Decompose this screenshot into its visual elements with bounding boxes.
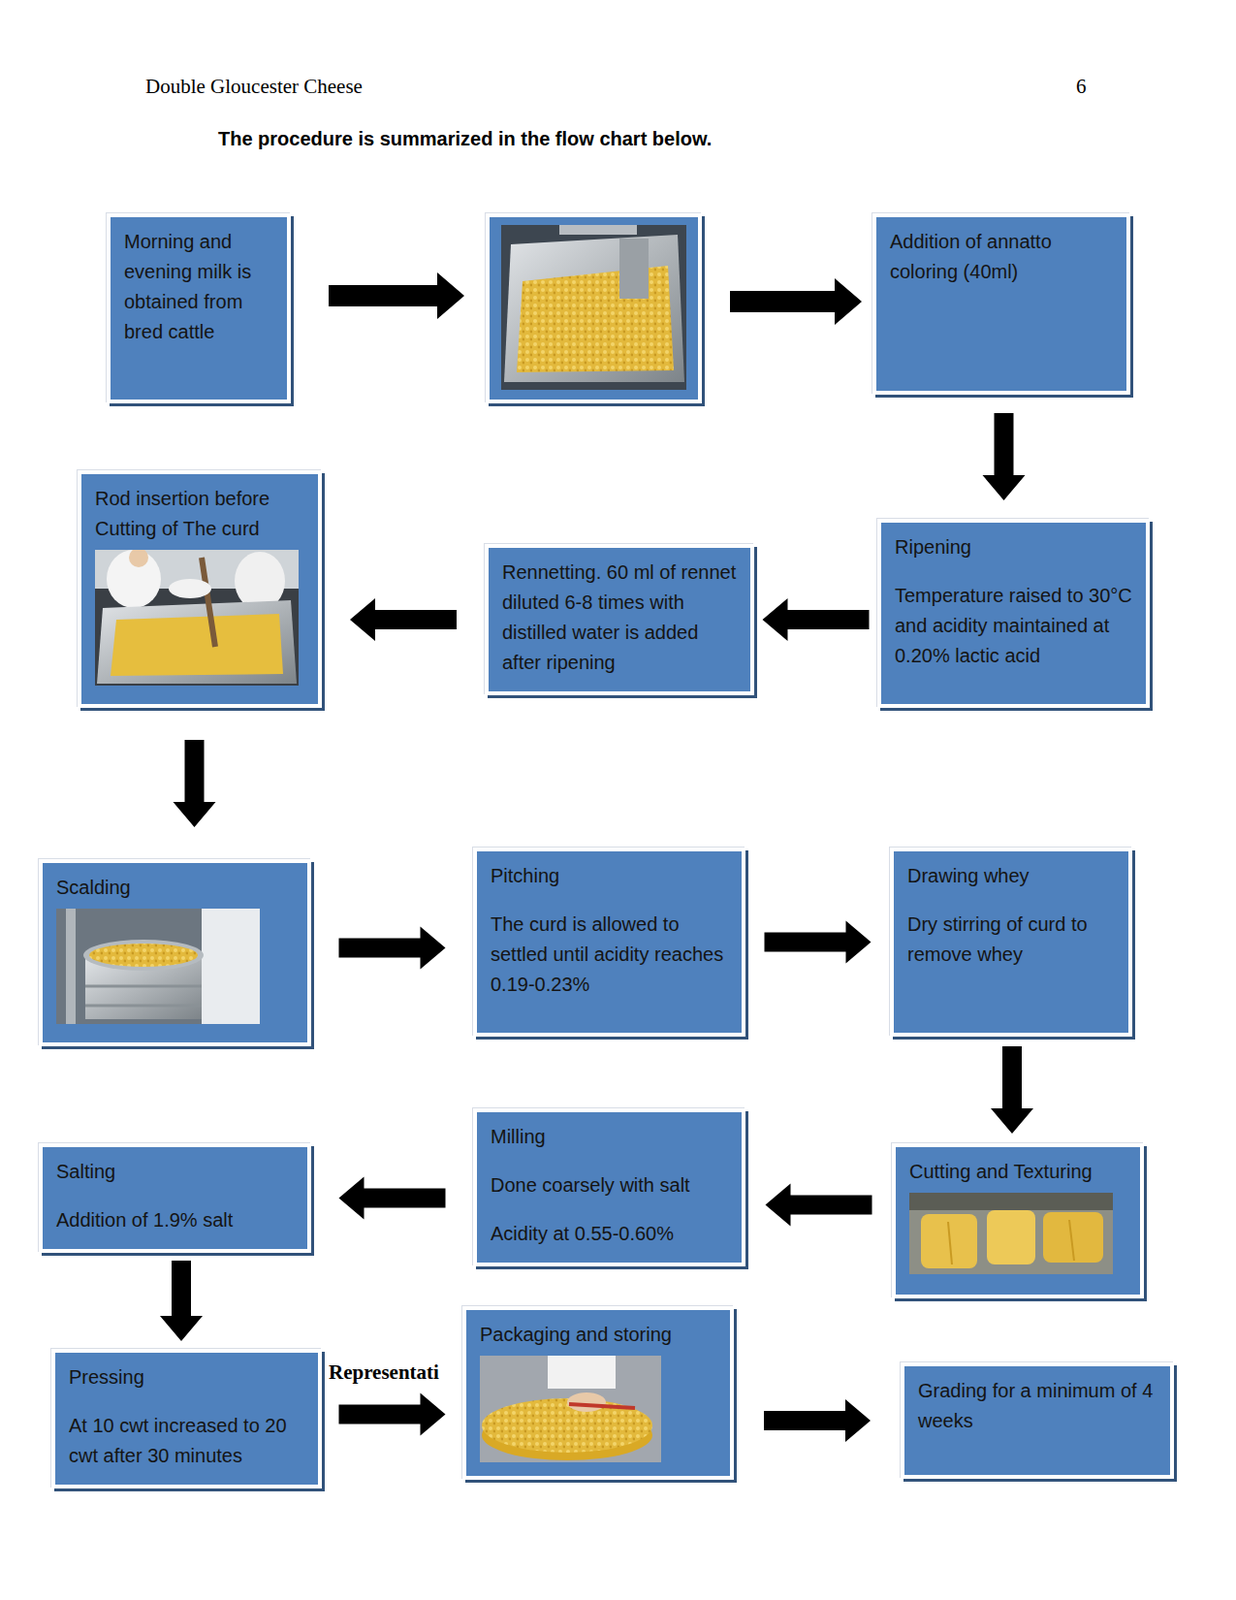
process-box: Rennetting. 60 ml of rennet diluted 6-8 …: [484, 543, 755, 696]
running-header: Double Gloucester Cheese: [145, 73, 363, 99]
box-text: Done coarsely with salt: [490, 1170, 729, 1201]
box-text: Addition of 1.9% salt: [56, 1204, 294, 1236]
partial-caption: Representati: [328, 1359, 440, 1385]
cheese-wheel-photo: [479, 1355, 662, 1462]
box-heading: Cutting and Texturing: [909, 1156, 1127, 1187]
box-heading: Salting: [56, 1156, 294, 1187]
process-box: MillingDone coarsely with saltAcidity at…: [473, 1108, 746, 1267]
milk-vat-photo: [501, 224, 687, 390]
cheddaring-photo: [909, 1192, 1113, 1274]
block-arrow: [764, 920, 872, 964]
box-text: Dry stirring of curd to remove whey: [907, 909, 1115, 970]
box-heading: Milling: [490, 1121, 729, 1152]
process-box: Scalding: [38, 858, 312, 1046]
process-box: RipeningTemperature raised to 30°C and a…: [877, 518, 1150, 708]
box-heading: Morning and evening milk is obtained fro…: [124, 226, 274, 348]
box-text: The curd is allowed to settled until aci…: [490, 909, 729, 1000]
block-arrow: [159, 1260, 203, 1341]
process-box: PitchingThe curd is allowed to settled u…: [473, 847, 746, 1037]
block-arrow: [339, 1393, 446, 1436]
box-heading: Ripening: [894, 532, 1133, 563]
box-heading: Scalding: [56, 872, 294, 903]
image-box: [485, 213, 702, 404]
process-box: Addition of annatto coloring (40ml): [872, 213, 1131, 395]
block-arrow: [762, 598, 870, 641]
block-arrow: [173, 739, 217, 827]
box-heading: Rennetting. 60 ml of rennet diluted 6-8 …: [502, 557, 737, 678]
process-box: Pressing At 10 cwt increased to 20 cwt af…: [51, 1348, 322, 1489]
process-box: Grading for a minimum of 4 weeks: [900, 1362, 1174, 1479]
box-heading: Pressing: [68, 1362, 305, 1393]
rod-insertion-photo: [95, 549, 299, 686]
box-heading: Addition of annatto coloring (40ml): [889, 226, 1113, 287]
block-arrow: [349, 598, 457, 641]
block-arrow: [763, 1398, 871, 1442]
block-arrow: [729, 278, 862, 325]
block-arrow: [765, 1183, 873, 1227]
page-number: 6: [1076, 73, 1087, 99]
box-heading: Rod insertion before Cutting of The curd: [95, 483, 305, 544]
block-arrow: [990, 1045, 1034, 1134]
box-text: Temperature raised to 30°C and acidity m…: [894, 580, 1133, 671]
block-arrow: [339, 1176, 446, 1220]
box-text: Acidity at 0.55-0.60%: [490, 1218, 729, 1249]
process-box: Rod insertion before Cutting of The curd: [77, 470, 322, 708]
block-arrow: [328, 272, 465, 319]
process-box: Drawing wheyDry stirring of curd to remo…: [889, 847, 1133, 1037]
box-text: At 10 cwt increased to 20 cwt after 30 m…: [68, 1410, 305, 1471]
box-heading: Packaging and storing: [479, 1319, 717, 1350]
process-box: SaltingAddition of 1.9% salt: [38, 1142, 312, 1253]
process-box: Packaging and storing: [462, 1305, 734, 1480]
block-arrow: [339, 926, 446, 970]
block-arrow: [982, 412, 1026, 501]
process-box: Cutting and Texturing: [891, 1142, 1144, 1299]
page-heading: The procedure is summarized in the flow …: [218, 127, 712, 151]
process-box: Morning and evening milk is obtained fro…: [106, 213, 291, 404]
scalding-photo: [56, 908, 260, 1024]
box-heading: Pitching: [490, 860, 729, 891]
box-heading: Drawing whey: [907, 860, 1115, 891]
box-heading: Grading for a minimum of 4 weeks: [918, 1375, 1157, 1436]
